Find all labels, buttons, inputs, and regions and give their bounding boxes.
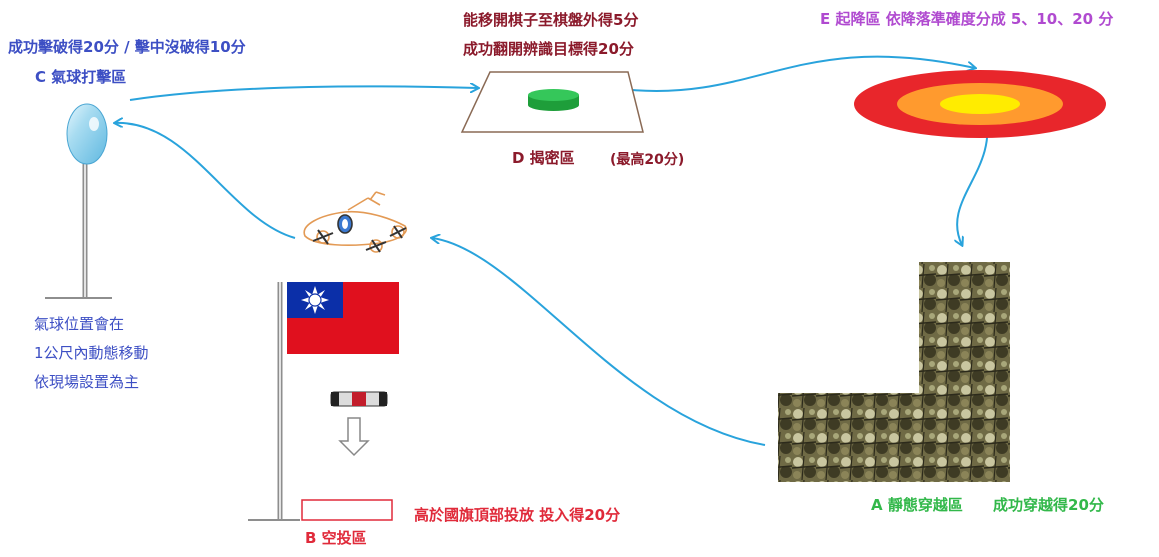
balloon-stand <box>45 164 112 299</box>
zone-c-score-rule: 成功擊破得20分 / 擊中沒破得10分 <box>8 38 246 56</box>
balloon-icon <box>66 103 108 165</box>
camouflage-net-icon <box>778 262 1010 482</box>
arrow-d-to-e <box>631 55 975 92</box>
payload-icon <box>330 391 388 407</box>
flag-icon <box>287 282 399 354</box>
landing-target-icon <box>854 70 1106 138</box>
zone-a-score-rule: 成功穿越得20分 <box>993 496 1104 514</box>
zone-a-title: A 靜態穿越區 <box>871 496 963 514</box>
zone-d-rule-line-1: 能移開棋子至棋盤外得5分 <box>463 11 639 29</box>
zone-d-rule-line-2: 成功翻開辨識目標得20分 <box>463 40 634 58</box>
chess-piece-icon <box>528 89 579 111</box>
arrow-drone-to-c <box>115 123 296 239</box>
arrow-c-to-d <box>129 86 478 101</box>
drop-zone-box <box>301 499 393 521</box>
zone-b-score-rule: 高於國旗頂部投放 投入得20分 <box>414 506 621 524</box>
zone-c-note-line-2: 1公尺內動態移動 <box>34 344 149 362</box>
drone-icon <box>303 191 407 253</box>
arrow-a-to-b <box>432 238 766 446</box>
zone-e-title: E 起降區 依降落準確度分成 5、10、20 分 <box>820 10 1114 28</box>
zone-b-title: B 空投區 <box>305 529 367 547</box>
down-arrow-icon <box>338 417 370 457</box>
zone-c-note-line-1: 氣球位置會在 <box>34 315 125 333</box>
zone-d-title: D 揭密區 <box>512 149 575 167</box>
zone-c-title: C 氣球打擊區 <box>35 68 127 86</box>
zone-c-note-line-3: 依現場設置為主 <box>34 373 140 391</box>
flagpole <box>248 282 300 521</box>
zone-d-max-score: (最高20分) <box>610 152 685 168</box>
